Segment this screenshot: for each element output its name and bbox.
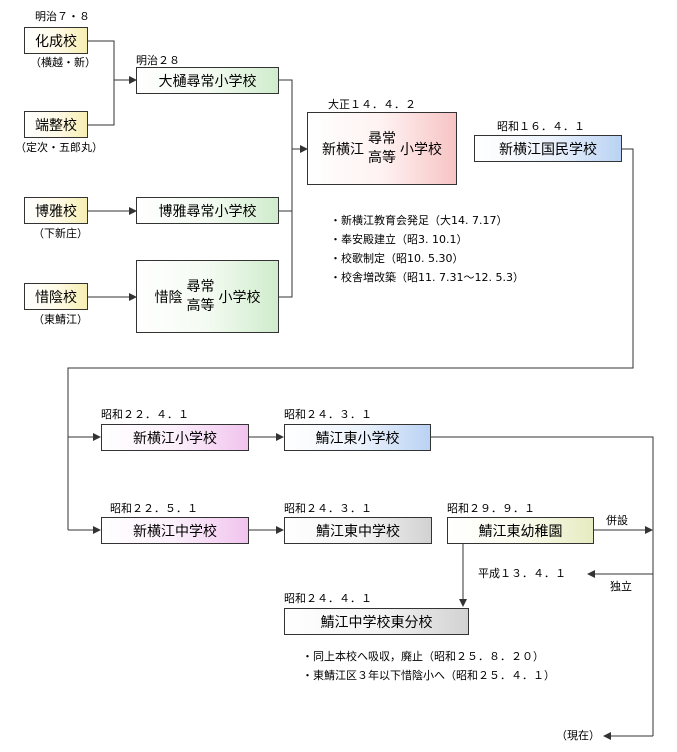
jinjo-label-2: 尋常: [368, 130, 396, 147]
school-name-otoi: 大樋尋常小学校: [158, 73, 257, 90]
merge-line-meiji: [88, 40, 115, 126]
school-name-tansei: 端整校: [35, 117, 77, 134]
school-name-shinyokoe-sho: 新横江小学校: [133, 430, 217, 447]
koto-label-2: 高等: [368, 149, 396, 166]
date-showa-24-4-1: 昭和２４．４．１: [284, 592, 372, 605]
school-name-sabae-higashi-sho: 鯖江東小学校: [315, 430, 400, 447]
school-box-shinyokoe-kokumin: 新横江国民学校: [474, 135, 622, 162]
school-box-sabae-chu-bunko: 鯖江中学校東分校: [284, 608, 469, 635]
shogakko-label-2: 小学校: [400, 141, 442, 158]
jinjo-label-1: 尋常: [186, 278, 215, 295]
date-showa-22-5-1: 昭和２２．５．１: [110, 502, 198, 515]
school-box-tansei: 端整校: [24, 111, 88, 138]
label-heisetsu: 併設: [606, 514, 628, 527]
note-item: ・校歌制定（昭10. 5.30）: [330, 252, 464, 265]
school-box-kasei: 化成校: [24, 27, 88, 54]
note-item: ・新横江教育会発足（大14. 7.17）: [330, 214, 508, 227]
date-meiji-28: 明治２８: [136, 54, 180, 67]
notes-bunko: ・同上本校へ吸収，廃止（昭和２５．８．２０） ・東鯖江区３年以下惜陰小へ（昭和２…: [302, 647, 555, 685]
date-showa-29-9-1: 昭和２９．９．１: [447, 502, 535, 515]
shakuin-prefix: 惜陰: [154, 289, 183, 306]
school-box-hakuga: 博雅校: [24, 197, 88, 224]
note-item: ・同上本校へ吸収，廃止（昭和２５．８．２０）: [302, 650, 544, 663]
school-box-otoi: 大樋尋常小学校: [136, 67, 279, 94]
date-showa-24-3-1-chu: 昭和２４．３．１: [284, 502, 372, 515]
note-item: ・東鯖江区３年以下惜陰小へ（昭和２５．４．１）: [302, 669, 555, 682]
school-box-shinyokoe-chu: 新横江中学校: [101, 517, 249, 544]
koto-label-1: 高等: [186, 297, 215, 314]
location-kasei: （横越・新）: [30, 56, 96, 69]
location-tansei: （定次・五郎丸）: [15, 141, 103, 154]
school-box-hakuga-jinjo: 博雅尋常小学校: [136, 197, 279, 224]
school-box-sabae-higashi-yochien: 鯖江東幼稚園: [447, 517, 594, 544]
school-box-sabae-higashi-chu: 鯖江東中学校: [284, 517, 432, 544]
school-box-shinyokoe-sho: 新横江小学校: [101, 424, 249, 451]
location-hakuga: （下新庄）: [33, 227, 88, 240]
school-name-sabae-chu-bunko: 鯖江中学校東分校: [320, 614, 433, 631]
school-name-shakuin: 惜陰校: [35, 289, 77, 306]
date-showa-24-3-1-sho: 昭和２４．３．１: [284, 408, 372, 421]
notes-taisho: ・新横江教育会発足（大14. 7.17） ・奉安殿建立（昭3. 10.1） ・校…: [330, 211, 524, 287]
date-taisho-14-4-2: 大正１４．４．２: [328, 98, 416, 111]
school-box-shinyokoe-koto: 新横江 尋常 高等 小学校: [307, 112, 457, 185]
merge-line-taisho: [279, 79, 293, 298]
school-name-hakuga-jinjo: 博雅尋常小学校: [158, 203, 257, 220]
note-item: ・校舎増改築（昭11. 7.31〜12. 5.3）: [330, 271, 524, 284]
label-dokuritsu: 独立: [610, 580, 632, 593]
school-name-shinyokoe-chu: 新横江中学校: [133, 523, 217, 540]
label-genzai: （現在）: [556, 729, 600, 742]
kokumin-split-line: [67, 148, 634, 530]
location-shakuin: （東鯖江）: [33, 313, 88, 326]
note-item: ・奉安殿建立（昭3. 10.1）: [330, 233, 468, 246]
school-name-shinyokoe-kokumin: 新横江国民学校: [499, 141, 597, 158]
date-showa-16-4-1: 昭和１６．４．１: [497, 120, 585, 133]
school-name-hakuga: 博雅校: [35, 203, 77, 220]
sho-to-present-line: [431, 436, 654, 736]
jinjo-koto-stack-2: 尋常 高等: [368, 130, 396, 168]
school-name-kasei: 化成校: [35, 33, 77, 50]
date-showa-22-4-1: 昭和２２．４．１: [101, 408, 189, 421]
school-name-sabae-higashi-yochien: 鯖江東幼稚園: [478, 523, 563, 540]
date-meiji-7-8: 明治７・８: [35, 10, 90, 23]
date-heisei-13-4-1: 平成１３．４．１: [478, 567, 566, 580]
school-box-shakuin: 惜陰校: [24, 283, 88, 310]
shogakko-label-1: 小学校: [218, 289, 261, 306]
school-box-sabae-higashi-sho: 鯖江東小学校: [284, 424, 431, 451]
school-name-sabae-higashi-chu: 鯖江東中学校: [316, 523, 400, 540]
school-box-shakuin-koto: 惜陰 尋常 高等 小学校: [136, 260, 279, 333]
shinyokoe-prefix: 新横江: [322, 141, 364, 158]
jinjo-koto-stack-1: 尋常 高等: [187, 278, 215, 316]
